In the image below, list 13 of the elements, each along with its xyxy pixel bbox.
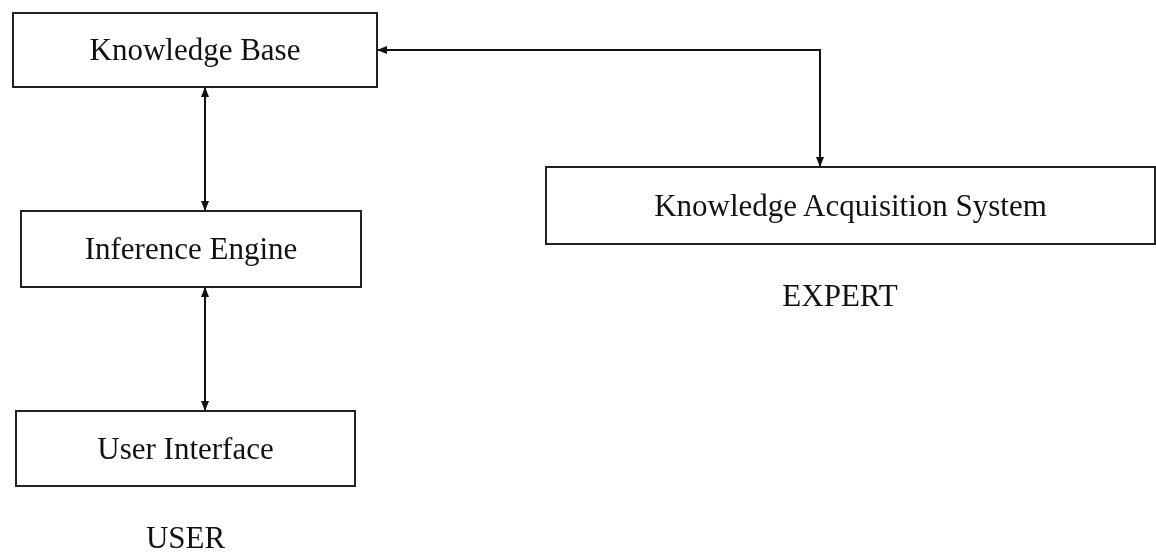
process-box [12,12,378,88]
arrow [201,287,209,411]
process-box [15,410,356,487]
arrow [201,87,209,211]
box-label: Knowledge Base [89,32,301,68]
box-label: Inference Engine [84,231,298,267]
process-box [20,210,362,288]
box-label: Knowledge Acquisition System [654,187,1047,224]
arrow [377,46,824,167]
box-label: User Interface [97,430,274,467]
role-label: EXPERT [781,278,899,314]
role-label: USER [144,520,227,556]
process-box [545,166,1156,245]
